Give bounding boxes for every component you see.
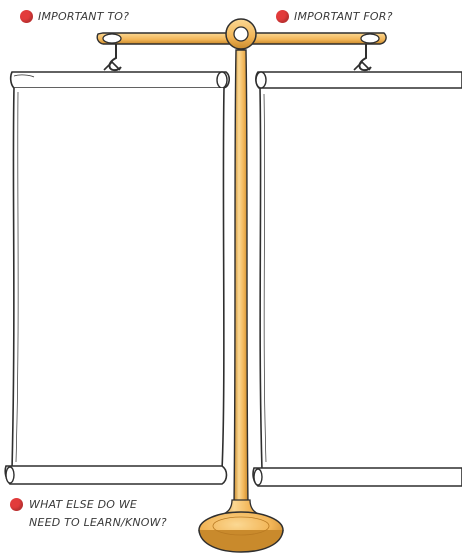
bullet-icon [10,498,23,511]
left-hook [104,44,121,70]
label-what-else-line1: WHAT ELSE DO WE [29,497,137,512]
bullet-icon [20,10,33,23]
stand-pole [234,50,248,505]
label-what-else-line2: NEED TO LEARN/KNOW? [29,515,167,530]
right-hook [354,44,371,70]
label-important-for: IMPORTANT FOR? [294,9,393,24]
center-ring [226,19,256,49]
stand-base [199,500,283,552]
bullet-icon [276,10,289,23]
right-banner-writing-area[interactable] [270,96,456,460]
left-banner-writing-area[interactable] [22,96,216,460]
label-important-to: IMPORTANT TO? [38,9,129,24]
